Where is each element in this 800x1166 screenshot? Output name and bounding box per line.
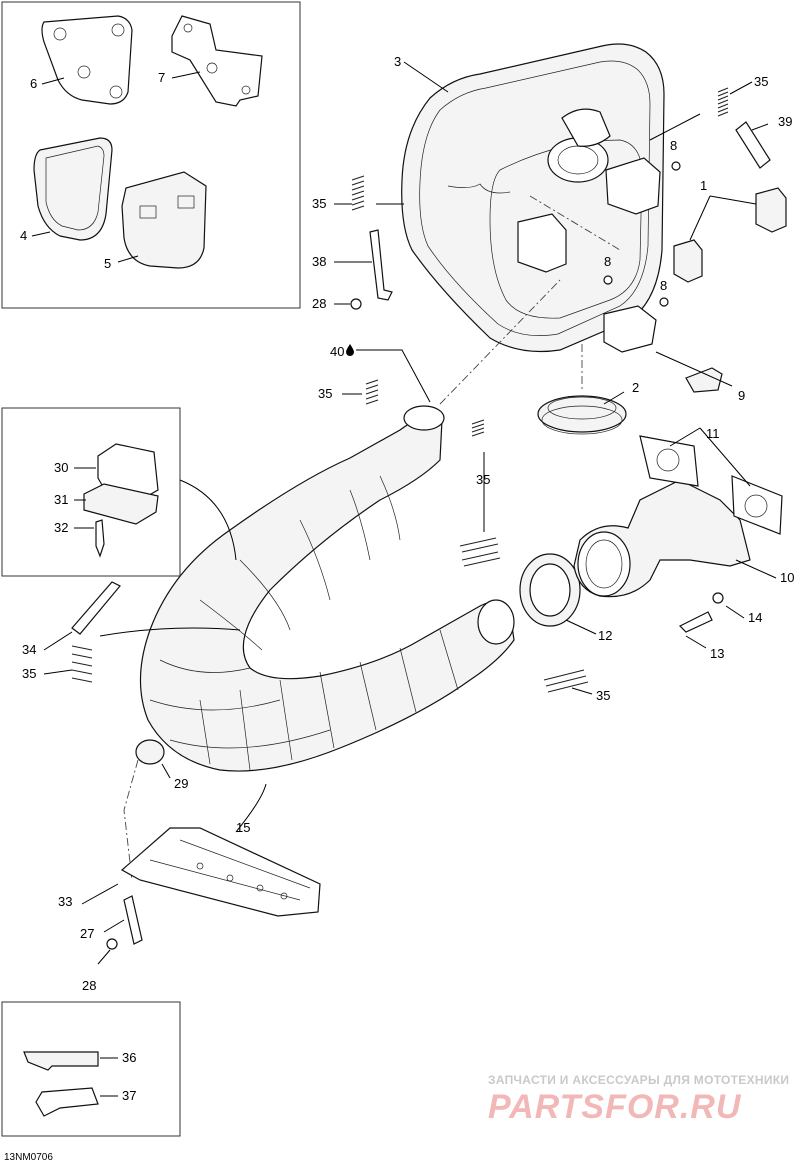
part-12-sealing-ring: [519, 553, 581, 627]
part-27-bracket: [123, 895, 143, 945]
callout-35: 35: [596, 688, 610, 703]
part-11-gasket-a: [639, 435, 699, 487]
callout-35: 35: [312, 196, 326, 211]
drawing-code: 13NM0706: [4, 1152, 53, 1163]
callout-35: 35: [22, 666, 36, 681]
part-10-exhaust-manifold: [573, 479, 751, 598]
callout-37: 37: [122, 1088, 136, 1103]
part-33-support-frame: [120, 827, 321, 917]
callout-1: 1: [700, 178, 707, 193]
part-35-spring-top: [717, 87, 729, 117]
part-36-shield: [23, 1051, 99, 1071]
part-1-rubber-cap-b: [673, 239, 703, 283]
part-28-screw-a: [350, 298, 362, 310]
part-35-spring-pipe: [471, 419, 485, 437]
part-35-spring-pair: [459, 537, 501, 567]
callout-2: 2: [632, 380, 639, 395]
part-34-bracket: [71, 581, 121, 635]
callout-14: 14: [748, 610, 762, 625]
part-31-plate: [83, 483, 159, 525]
part-13-screw: [678, 611, 713, 633]
callout-13: 13: [710, 646, 724, 661]
part-7-bracket: [171, 15, 263, 107]
callout-4: 4: [20, 228, 27, 243]
callout-35: 35: [476, 472, 490, 487]
callout-39: 39: [778, 114, 792, 129]
callout-6: 6: [30, 76, 37, 91]
callout-15: 15: [236, 820, 250, 835]
part-28-screw-b: [106, 938, 118, 950]
callout-5: 5: [104, 256, 111, 271]
callout-28: 28: [82, 978, 96, 993]
callout-11: 11: [706, 426, 720, 441]
watermark-logo: PARTSFOR.RU: [488, 1088, 742, 1126]
callout-8: 8: [670, 138, 677, 153]
oil-drop-icon: [346, 344, 354, 356]
part-8-screw-a: [671, 161, 681, 171]
part-35-spring-far-left: [71, 645, 93, 683]
part-8-screw-c: [659, 297, 669, 307]
part-5-heat-shield: [121, 171, 207, 269]
part-6-plate: [41, 15, 133, 105]
part-35-spring-mid: [365, 379, 379, 405]
part-29-grommet: [135, 739, 165, 765]
part-37-shield: [35, 1087, 99, 1117]
callout-33: 33: [58, 894, 72, 909]
callout-40: 40: [330, 344, 344, 359]
callout-10: 10: [780, 570, 794, 585]
callout-8: 8: [604, 254, 611, 269]
part-8-screw-b: [603, 275, 613, 285]
callout-35: 35: [318, 386, 332, 401]
callout-32: 32: [54, 520, 68, 535]
inset-heat-shields-small: [1, 1001, 181, 1137]
callout-34: 34: [22, 642, 36, 657]
callout-7: 7: [158, 70, 165, 85]
part-1-rubber-cap-a: [755, 187, 787, 233]
part-14-washer: [712, 592, 724, 604]
callout-12: 12: [598, 628, 612, 643]
part-35-spring-lower: [543, 669, 589, 693]
part-39-bracket: [735, 121, 771, 169]
part-35-spring-left: [351, 175, 365, 211]
callout-35: 35: [754, 74, 768, 89]
callout-31: 31: [54, 492, 68, 507]
part-4-heat-shield: [33, 137, 113, 241]
callout-9: 9: [738, 388, 745, 403]
callout-36: 36: [122, 1050, 136, 1065]
part-15-tuned-pipe: [139, 405, 515, 772]
part-9-pad: [685, 367, 723, 393]
callout-29: 29: [174, 776, 188, 791]
callout-28: 28: [312, 296, 326, 311]
callout-27: 27: [80, 926, 94, 941]
inset-rivet-pads: [1, 407, 181, 577]
watermark-tagline: ЗАПЧАСТИ И АКСЕССУАРЫ ДЛЯ МОТОТЕХНИКИ: [488, 1073, 789, 1087]
part-11-gasket-b: [731, 475, 783, 535]
callout-30: 30: [54, 460, 68, 475]
part-32-rivet: [95, 519, 105, 558]
callout-38: 38: [312, 254, 326, 269]
callout-3: 3: [394, 54, 401, 69]
inset-heat-shields: [1, 1, 301, 309]
part-2-grommet: [537, 395, 627, 435]
callout-8: 8: [660, 278, 667, 293]
part-38-bracket: [369, 229, 393, 301]
